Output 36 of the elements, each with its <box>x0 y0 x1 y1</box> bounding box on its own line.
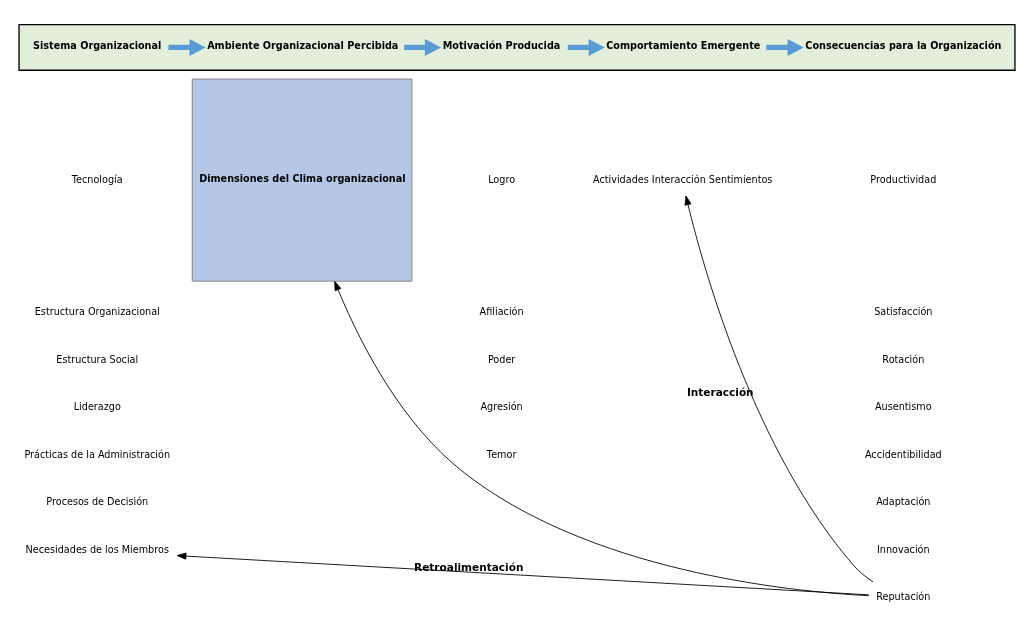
arrow <box>567 38 605 56</box>
arrow <box>766 38 804 56</box>
label: Satisfacción <box>874 306 933 318</box>
edge-label: Retroalimentación <box>414 561 524 574</box>
node-box: Dimensiones del Clima organizacional <box>191 78 413 282</box>
cluster <box>18 23 1016 71</box>
label: Adaptación <box>876 496 931 508</box>
arrow <box>176 552 870 596</box>
label: Accidentibilidad <box>864 448 942 460</box>
label: Afiliación <box>479 306 524 318</box>
label: Logro <box>488 173 516 185</box>
label: Innovación <box>877 543 930 555</box>
node-text: Consecuencias para la Organización <box>805 39 1002 51</box>
node-text: Ambiente Organizacional Percibida <box>207 39 399 51</box>
node-text: Actividades Interacción Sentimientos <box>593 173 773 185</box>
label: Procesos de Decisión <box>46 496 149 508</box>
arrow <box>334 280 870 597</box>
label: Estructura Organizacional <box>34 306 160 318</box>
node-text: Sistema Organizacional <box>33 39 162 51</box>
label: Liderazgo <box>73 401 121 413</box>
arrow <box>684 195 874 583</box>
label: Productividad <box>870 173 937 185</box>
label: Poder <box>487 353 516 365</box>
label: Temor <box>486 448 517 460</box>
label: Agresión <box>480 401 523 413</box>
label: Ausentismo <box>875 401 932 413</box>
label: Tecnología <box>71 173 123 185</box>
arrow <box>404 38 442 56</box>
label: Rotación <box>882 353 925 365</box>
node-text: Motivación Producida <box>442 39 561 51</box>
node-text: Comportamiento Emergente <box>606 39 761 51</box>
node-text: Necesidades de los Miembros <box>25 543 169 555</box>
label: Estructura Social <box>56 353 139 365</box>
label: Prácticas de la Administración <box>24 448 171 460</box>
arrow <box>168 38 206 56</box>
node-text: Reputación <box>876 591 931 603</box>
